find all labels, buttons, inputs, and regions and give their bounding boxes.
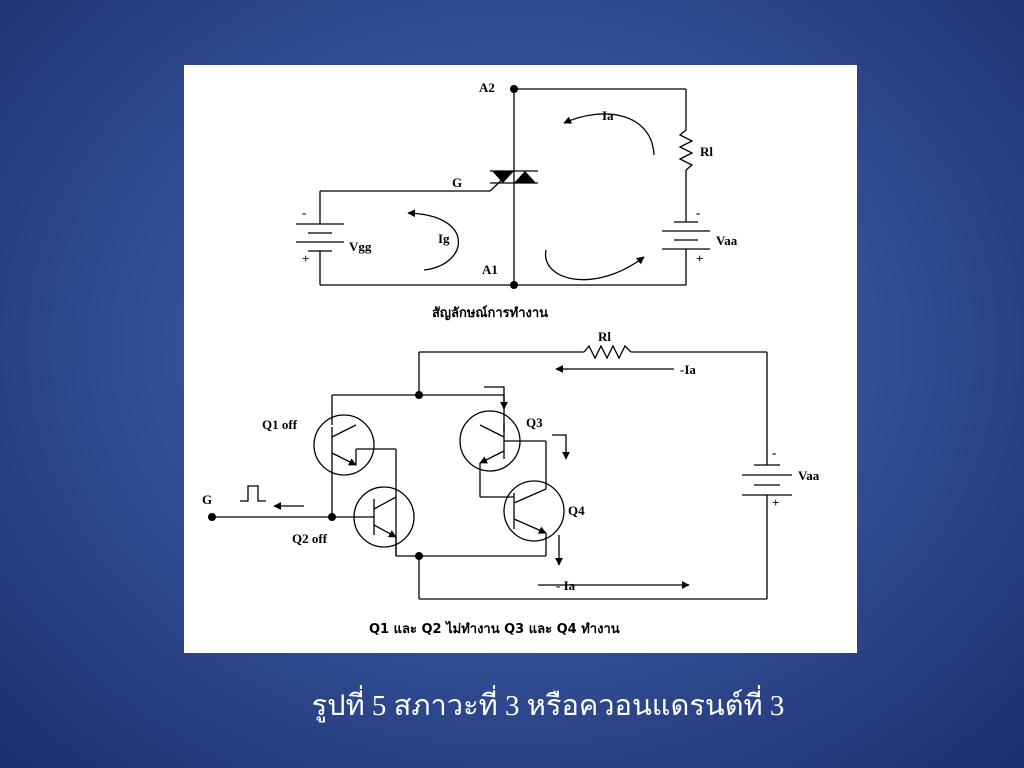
label-q2: Q2 off: [292, 531, 328, 546]
slide-caption: รูปที่ 5 สภาวะที่ 3 หรือควอนแดรนต์ที่ 3: [311, 690, 785, 722]
label-vaa-bottom: Vaa: [798, 468, 820, 483]
vaa-top-plus: +: [696, 251, 703, 266]
label-q3: Q3: [526, 415, 543, 430]
transistor-q3: [459, 395, 546, 498]
label-rl-top: Rl: [700, 144, 713, 159]
triac-symbol: [490, 170, 538, 184]
transistor-equivalent-circuit: Rl -Ia - Ia Q1 off Q2 off Q3 Q4 G Vaa - …: [202, 329, 820, 637]
transistor-q2: [331, 463, 415, 556]
figure-panel: A2 A1 G Rl Ia Ig Vgg Vaa - + - + สัญลักษ…: [184, 65, 857, 653]
vgg-plus: +: [302, 251, 309, 266]
label-q1: Q1 off: [262, 417, 298, 432]
load-resistor-top: [678, 129, 694, 171]
ia-return-arrow: [545, 249, 645, 281]
label-ia-top: Ia: [602, 108, 614, 123]
label-gate-bottom: G: [202, 492, 212, 507]
equivalent-caption: Q1 และ Q2 ไม่ทำงาน Q3 และ Q4 ทำงาน: [369, 620, 620, 637]
label-a1: A1: [482, 262, 498, 277]
gate-pulse: [240, 485, 266, 502]
battery-vgg: [296, 223, 344, 252]
label-rl-bottom: Rl: [598, 329, 611, 344]
label-current-bottom: - Ia: [556, 578, 576, 593]
terminal-a2-dot: [510, 85, 518, 93]
gate-terminal-dot: [208, 513, 216, 521]
ia-current-arrow: [563, 113, 655, 156]
symbol-caption: สัญลักษณ์การทำงาน: [432, 305, 548, 321]
label-vgg: Vgg: [349, 239, 372, 254]
vaa-bottom-minus: -: [772, 445, 776, 460]
terminal-a1-dot: [510, 281, 518, 289]
label-vaa-top: Vaa: [716, 233, 738, 248]
ig-current-arrow: [407, 209, 460, 271]
vgg-minus: -: [302, 205, 306, 220]
label-ig: Ig: [438, 231, 450, 246]
label-q4: Q4: [568, 503, 585, 518]
vaa-top-minus: -: [696, 205, 700, 220]
q3-emitter-arrow: [552, 434, 570, 460]
triac-symbol-diagram: A2 A1 G Rl Ia Ig Vgg Vaa - + - + สัญลักษ…: [296, 80, 738, 321]
q3-collector-arrow: [484, 386, 508, 410]
transistor-q4: [503, 441, 565, 556]
battery-vaa-top: [662, 221, 710, 250]
label-gate-top: G: [452, 175, 462, 190]
label-a2: A2: [479, 80, 495, 95]
battery-vaa-bottom: [742, 464, 792, 496]
label-current-top: -Ia: [680, 362, 696, 377]
load-resistor-bottom: [583, 344, 632, 360]
vaa-bottom-plus: +: [772, 495, 779, 510]
